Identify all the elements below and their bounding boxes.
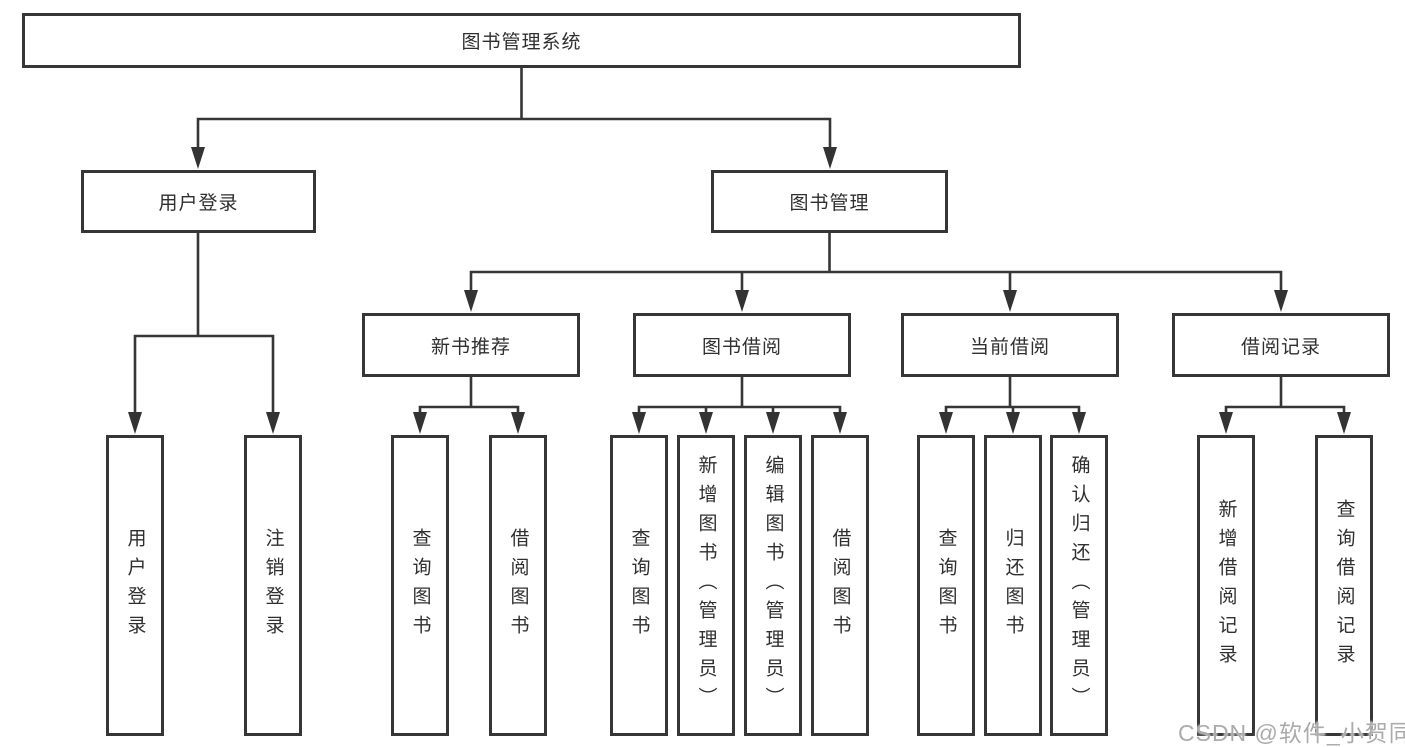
leaf-label: 归还图书 <box>1002 527 1024 644</box>
leaf-label: 新增图书（管理员） <box>695 455 717 716</box>
leaf-query-books-borrow: 查询图书 <box>610 435 668 736</box>
leaf-logout: 注销登录 <box>244 435 302 736</box>
node-label: 当前借阅 <box>969 336 1050 358</box>
wire-borrowrecord-to-leaves <box>1224 377 1346 429</box>
leaf-borrow-books-recommend: 借阅图书 <box>489 435 547 736</box>
leaf-label: 查询图书 <box>409 527 431 644</box>
leaf-add-borrow-record: 新增借阅记录 <box>1197 435 1255 736</box>
node-book-management: 图书管理 <box>711 170 948 233</box>
leaf-label: 注销登录 <box>262 527 284 644</box>
leaf-label: 查询图书 <box>935 527 957 644</box>
node-book-borrow: 图书借阅 <box>633 313 851 377</box>
leaf-query-books-recommend: 查询图书 <box>391 435 449 736</box>
node-label: 新书推荐 <box>430 336 511 358</box>
leaf-label: 查询图书 <box>628 527 650 644</box>
wire-userlogin-to-leaves <box>133 233 275 429</box>
node-label: 图书管理 <box>789 193 870 214</box>
leaf-label: 新增借阅记录 <box>1215 498 1237 673</box>
leaf-label: 借阅图书 <box>829 527 851 644</box>
leaf-query-borrow-record: 查询借阅记录 <box>1315 435 1373 736</box>
csdn-watermark: CSDN @软件_小贺同学 <box>1178 720 1405 746</box>
leaf-confirm-return-admin: 确认归还（管理员） <box>1050 435 1108 736</box>
node-borrow-records: 借阅记录 <box>1172 313 1390 377</box>
wire-newbookrec-to-leaves <box>418 377 520 429</box>
leaf-label: 用户登录 <box>124 527 146 644</box>
wire-bookborrow-to-leaves <box>637 377 842 429</box>
leaf-label: 查询借阅记录 <box>1333 498 1355 673</box>
leaf-return-books: 归还图书 <box>984 435 1042 736</box>
node-user-login: 用户登录 <box>81 170 316 233</box>
node-label: 图书管理系统 <box>461 32 582 53</box>
node-label: 借阅记录 <box>1240 336 1321 358</box>
wire-root-to-level2 <box>196 68 832 164</box>
leaf-label: 编辑图书（管理员） <box>762 455 784 716</box>
wire-currentborrow-to-leaves <box>944 377 1081 429</box>
wire-bookmgmt-to-level3 <box>469 233 1283 307</box>
node-current-borrow: 当前借阅 <box>901 313 1119 377</box>
node-root-system: 图书管理系统 <box>22 13 1021 68</box>
node-label: 图书借阅 <box>701 336 782 358</box>
leaf-query-books-current: 查询图书 <box>917 435 975 736</box>
leaf-add-books-admin: 新增图书（管理员） <box>677 435 735 736</box>
leaf-user-login: 用户登录 <box>106 435 164 736</box>
leaf-borrow-books: 借阅图书 <box>811 435 869 736</box>
leaf-label: 确认归还（管理员） <box>1068 455 1090 716</box>
node-label: 用户登录 <box>158 193 239 214</box>
leaf-label: 借阅图书 <box>507 527 529 644</box>
leaf-edit-books-admin: 编辑图书（管理员） <box>744 435 802 736</box>
node-new-book-recommend: 新书推荐 <box>362 313 580 377</box>
